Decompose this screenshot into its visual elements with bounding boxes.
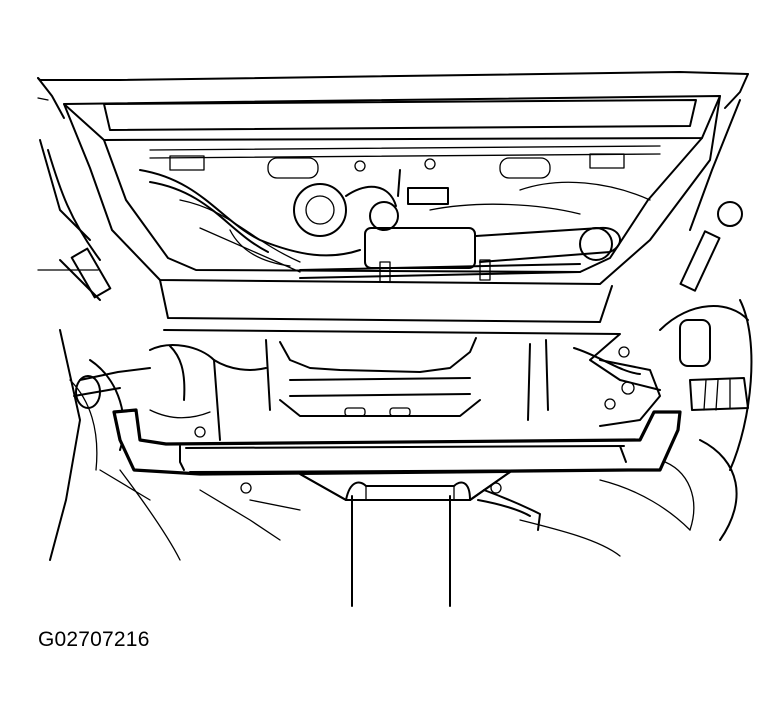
jack-support-cradle <box>112 408 682 476</box>
engine-components <box>139 169 651 283</box>
engine-bay-frame <box>63 95 721 285</box>
engine-crossmember <box>149 279 661 441</box>
vehicle-body-outline <box>37 71 749 271</box>
transmission-jack <box>240 471 541 607</box>
left-suspension <box>39 139 151 561</box>
figure-id-label: G02707216 <box>38 628 150 651</box>
right-suspension <box>659 99 753 541</box>
lower-details <box>119 469 691 561</box>
